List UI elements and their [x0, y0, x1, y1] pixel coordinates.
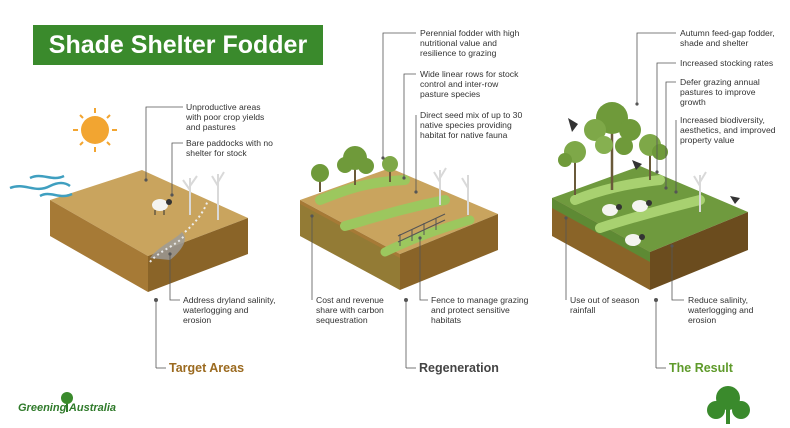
annotation-direct-seed: Direct seed mix of up to 30 native speci…	[420, 110, 523, 140]
stage-title-the-result: The Result	[669, 361, 733, 375]
annotation-perennial-fodder: Perennial fodder with high nutritional v…	[420, 28, 520, 58]
annotation-unproductive-areas: Unproductive areas with poor crop yields…	[186, 102, 265, 132]
wind-icon	[9, 174, 73, 198]
annotation-wide-rows: Wide linear rows for stock control and i…	[420, 69, 519, 99]
tree-icon	[311, 146, 398, 192]
annotation-defer-grazing: Defer grazing annual pastures to improve…	[680, 77, 760, 107]
regeneration-block	[300, 168, 498, 290]
bird-icon	[568, 118, 740, 204]
dead-tree-icon	[693, 171, 707, 212]
dead-tree-icon	[433, 167, 469, 215]
annotation-bare-paddocks: Bare paddocks with no shelter for stock	[186, 138, 273, 158]
leader-lines	[145, 32, 684, 369]
annotation-biodiversity: Increased biodiversity, aesthetics, and …	[680, 115, 776, 145]
page-title: Shade Shelter Fodder	[33, 25, 323, 65]
sheep-icon	[152, 199, 172, 215]
tree-icon	[558, 102, 668, 195]
annotation-address-salinity: Address dryland salinity, waterlogging a…	[183, 295, 276, 325]
tree-logo-icon	[707, 386, 750, 424]
greening-australia-logo-text: Greening Australia	[18, 402, 117, 414]
stage-title-target-areas: Target Areas	[169, 361, 245, 375]
target-areas-block	[50, 170, 248, 292]
dead-tree-icon	[182, 171, 225, 220]
stage-title-regeneration: Regeneration	[419, 361, 499, 375]
result-block	[552, 166, 748, 290]
greening-australia-logo-icon	[61, 392, 73, 412]
annotation-cost-revenue: Cost and revenue share with carbon seque…	[316, 295, 384, 325]
annotation-out-of-season-rainfall: Use out of season rainfall	[570, 295, 640, 315]
annotation-fence: Fence to manage grazing and protect sens…	[431, 295, 529, 325]
annotation-reduce-salinity: Reduce salinity, waterlogging and erosio…	[688, 295, 754, 325]
sheep-icon	[602, 200, 652, 246]
annotation-autumn-feed: Autumn feed-gap fodder, shade and shelte…	[680, 28, 775, 48]
annotation-stocking-rates: Increased stocking rates	[680, 58, 774, 68]
sun-icon	[73, 108, 117, 152]
